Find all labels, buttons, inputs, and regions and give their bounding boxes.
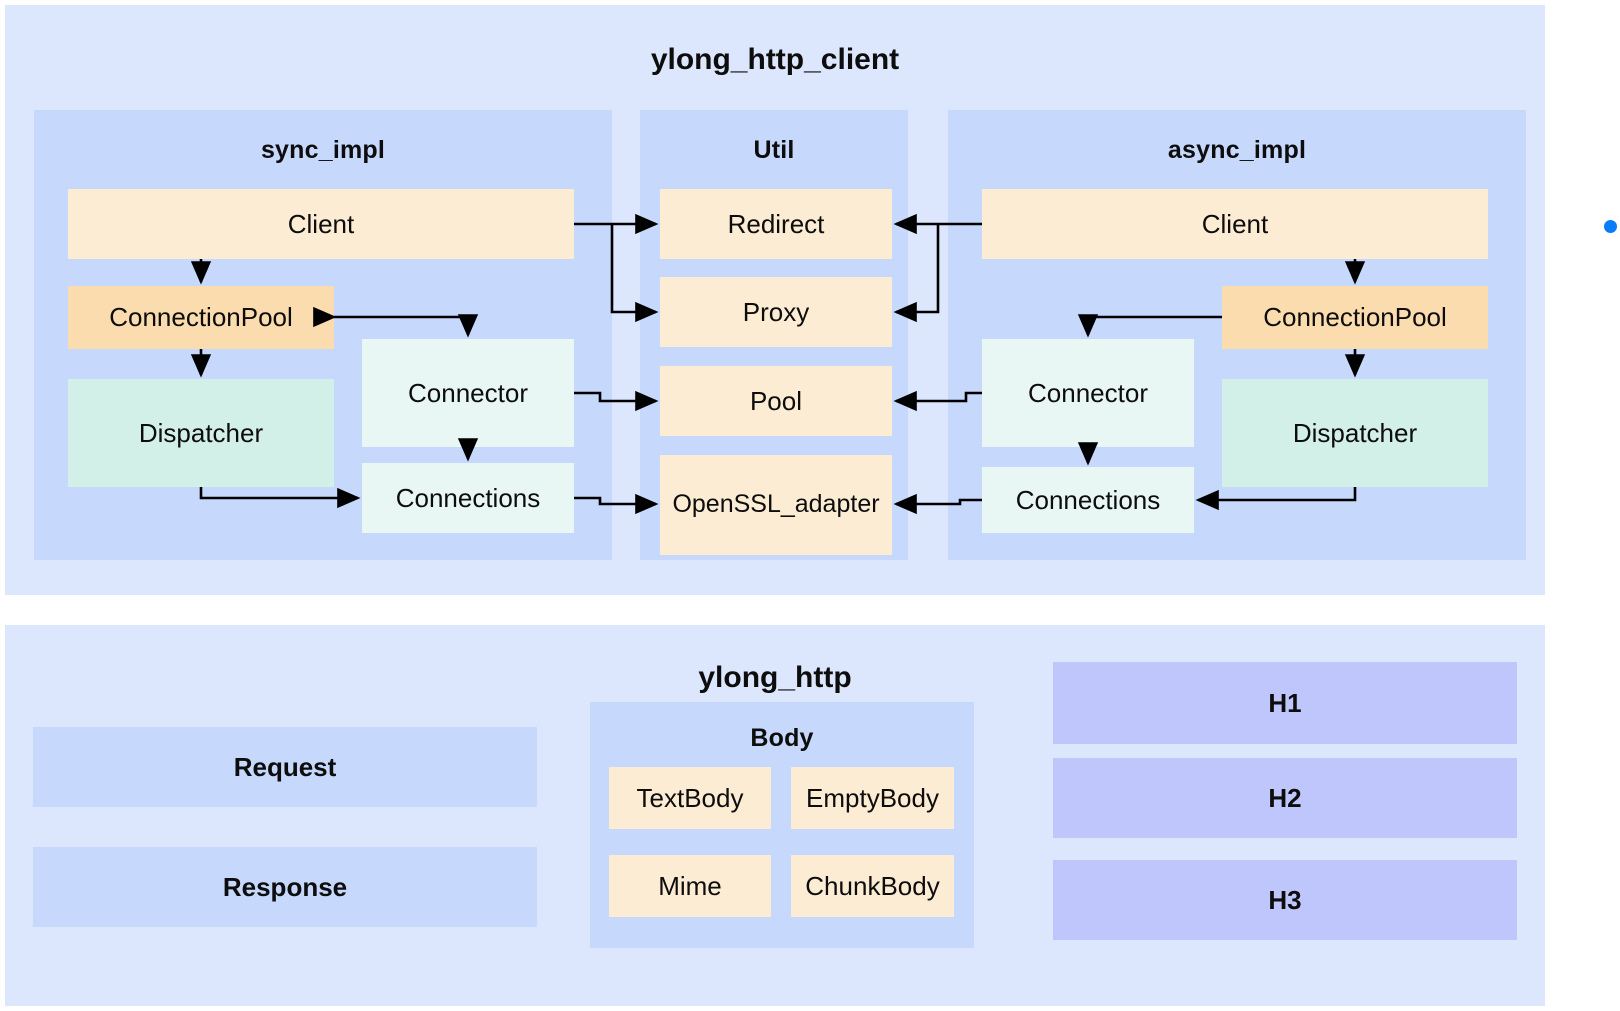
node-async-connectionpool[interactable]: ConnectionPool <box>1222 286 1488 349</box>
node-h3[interactable]: H3 <box>1053 860 1517 940</box>
node-util-redirect[interactable]: Redirect <box>660 189 892 259</box>
ylong-http-client-title: ylong_http_client <box>650 43 900 76</box>
node-h1[interactable]: H1 <box>1053 662 1517 744</box>
node-util-openssl-adapter[interactable]: OpenSSL_adapter <box>660 455 892 555</box>
node-sync-connections[interactable]: Connections <box>362 463 574 533</box>
group-async-impl-title: async_impl <box>1167 136 1307 164</box>
node-emptybody[interactable]: EmptyBody <box>791 767 954 829</box>
ylong-http-title: ylong_http <box>698 661 852 694</box>
node-sync-dispatcher[interactable]: Dispatcher <box>68 379 334 487</box>
node-async-client[interactable]: Client <box>982 189 1488 259</box>
resize-handle-right[interactable] <box>1604 220 1617 233</box>
node-async-dispatcher[interactable]: Dispatcher <box>1222 379 1488 487</box>
node-sync-connector[interactable]: Connector <box>362 339 574 447</box>
group-body-title: Body <box>750 724 814 752</box>
node-async-connector[interactable]: Connector <box>982 339 1194 447</box>
group-util-title: Util <box>753 136 795 164</box>
node-mime[interactable]: Mime <box>609 855 771 917</box>
node-request[interactable]: Request <box>33 727 537 807</box>
node-sync-connectionpool[interactable]: ConnectionPool <box>68 286 334 349</box>
node-h2[interactable]: H2 <box>1053 758 1517 838</box>
node-util-pool[interactable]: Pool <box>660 366 892 436</box>
node-textbody[interactable]: TextBody <box>609 767 771 829</box>
node-async-connections[interactable]: Connections <box>982 467 1194 533</box>
node-util-proxy[interactable]: Proxy <box>660 277 892 347</box>
group-sync-impl-title: sync_impl <box>260 136 386 164</box>
node-response[interactable]: Response <box>33 847 537 927</box>
node-sync-client[interactable]: Client <box>68 189 574 259</box>
node-chunkbody[interactable]: ChunkBody <box>791 855 954 917</box>
